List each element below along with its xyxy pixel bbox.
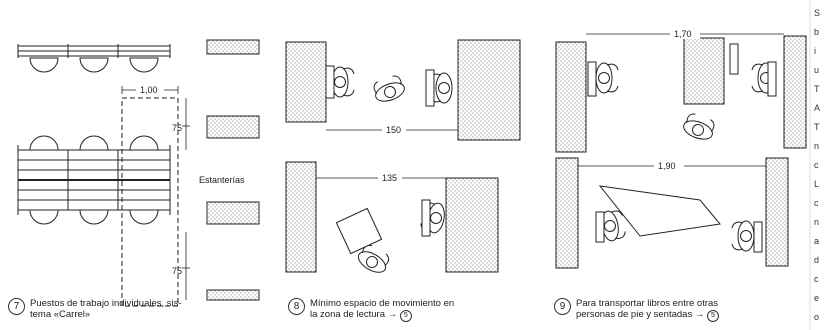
top-carrel-row — [17, 44, 171, 73]
fig8-table-top-left — [285, 41, 327, 123]
fig9-table-bottom-right — [765, 157, 789, 267]
fig8-chairs — [325, 65, 435, 255]
fig7-caption-line2: tema «Carrel» — [30, 309, 91, 320]
side-char: b — [814, 27, 820, 37]
side-char: c — [814, 274, 819, 284]
fig9-table-bottom-left — [555, 157, 579, 269]
side-char: u — [814, 65, 820, 75]
shelf-label: Estanterías — [199, 175, 245, 185]
fig8-table-bottom-left — [285, 161, 317, 273]
side-char: d — [814, 255, 820, 265]
side-char: n — [814, 217, 820, 227]
fig7-dim-side-lower: 75 — [172, 266, 182, 276]
fig7-number-badge: 7 — [8, 298, 25, 315]
fig8-dim-lower: 135 — [382, 173, 397, 183]
main-carrel-block — [17, 97, 179, 307]
fig8-table-top-right — [457, 39, 521, 141]
fig8-caption-line2: la zona de lectura → — [310, 309, 398, 320]
side-char: T — [814, 122, 820, 132]
fig9-number-badge: 9 — [554, 298, 571, 315]
fig9-dim-upper: 1,70 — [674, 29, 692, 39]
fig9-table-top-middle — [683, 37, 725, 105]
fig9-caption-ref: 5 — [706, 310, 719, 322]
fig9-dimensions — [578, 33, 784, 167]
fig9-caption: 9 Para transportar libros entre otras pe… — [554, 298, 808, 328]
side-char: c — [814, 160, 819, 170]
fig7-dim-top: 1,00 — [140, 85, 158, 95]
fig9-dim-lower: 1,90 — [658, 161, 676, 171]
side-char: i — [814, 46, 816, 56]
side-char: n — [814, 141, 820, 151]
figure-9-transport-diagram: 1,70 1,90 — [555, 28, 807, 269]
fig7-caption-line1: Puestos de trabajo individuales, sis- — [30, 298, 182, 309]
fig8-caption-line1: Mínimo espacio de movimiento en — [310, 298, 455, 309]
fig9-table-top-left — [555, 41, 587, 153]
side-char: L — [814, 179, 820, 189]
side-char: S — [814, 8, 821, 18]
figure-8-reading-zone-diagram: 150 135 — [285, 39, 521, 277]
side-char: A — [814, 103, 821, 113]
fig8-dim-upper: 150 — [386, 125, 401, 135]
side-char: T — [814, 84, 820, 94]
fig7-caption: 7 Puestos de trabajo individuales, sis- … — [8, 298, 268, 328]
side-char: a — [814, 236, 820, 246]
fig8-number-badge: 8 — [288, 298, 305, 315]
side-char: e — [814, 293, 820, 303]
fig9-caption-line1: Para transportar libros entre otras — [576, 298, 719, 309]
shelving-units — [206, 39, 260, 301]
fig9-caption-line2: personas de pie y sentadas → — [576, 309, 705, 320]
fig7-dim-side-upper: 75 — [172, 123, 182, 133]
side-char: o — [814, 312, 820, 322]
fig8-caption: 8 Mínimo espacio de movimiento en la zon… — [288, 298, 528, 328]
fig8-caption-ref: 5 — [399, 310, 412, 322]
figure-7-carrel-diagram: 1,00 75 75 Estanterías — [17, 39, 260, 307]
fig8-table-bottom-right — [445, 177, 499, 273]
fig9-table-top-right — [783, 35, 807, 149]
fig9-chairs — [587, 43, 777, 253]
fig8-dimensions — [316, 129, 458, 179]
side-char: c — [814, 198, 819, 208]
